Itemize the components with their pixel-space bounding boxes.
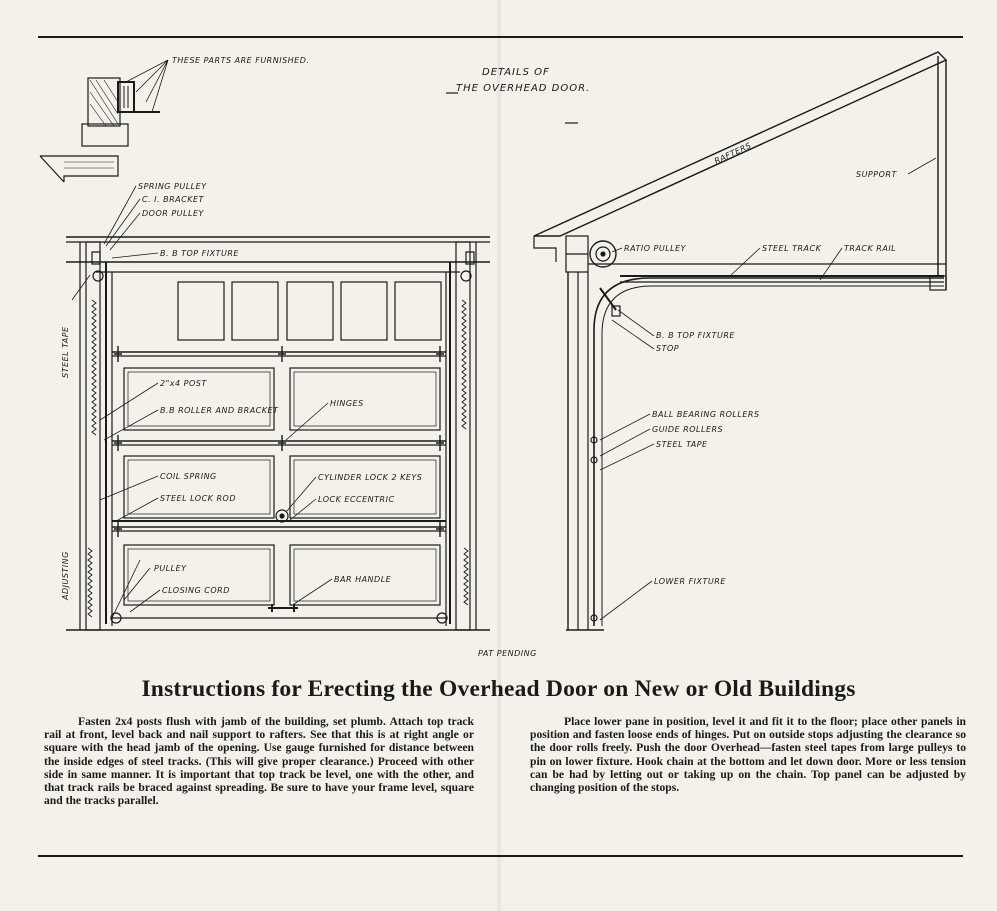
- diagram-heading-line2: THE OVERHEAD DOOR.: [456, 83, 590, 94]
- top-rule: [38, 36, 963, 38]
- label-guide-rollers: GUIDE ROLLERS: [652, 425, 723, 434]
- page-fold: [496, 0, 502, 911]
- label-steel-tape-side: STEEL TAPE: [656, 440, 708, 449]
- label-pulley: PULLEY: [154, 564, 187, 573]
- page-title: Instructions for Erecting the Overhead D…: [141, 676, 856, 702]
- label-roller-bracket: B.B ROLLER AND BRACKET: [160, 406, 279, 415]
- label-hinges: HINGES: [330, 399, 364, 408]
- label-bb-top-fixture-side: B. B TOP FIXTURE: [656, 331, 735, 340]
- label-ball-bearing-rollers: BALL BEARING ROLLERS: [652, 410, 760, 419]
- label-lock-eccentric: LOCK ECCENTRIC: [318, 495, 395, 504]
- label-stop: STOP: [656, 344, 679, 353]
- label-rafters: RAFTERS: [713, 141, 753, 166]
- label-ci-bracket: C. I. BRACKET: [142, 195, 205, 204]
- label-ratio-pulley: RATIO PULLEY: [624, 244, 687, 253]
- furnished-parts-detail: [39, 77, 160, 183]
- label-bar-handle: BAR HANDLE: [334, 575, 392, 584]
- label-track-rail: TRACK RAIL: [844, 244, 896, 253]
- label-closing-cord: CLOSING CORD: [162, 586, 230, 595]
- label-steel-track: STEEL TRACK: [762, 244, 822, 253]
- label-steel-lock-rod: STEEL LOCK ROD: [160, 494, 236, 503]
- front-elevation: [66, 236, 490, 631]
- label-support: SUPPORT: [856, 170, 897, 179]
- label-door-pulley: DOOR PULLEY: [142, 209, 205, 218]
- instructions-right-column: Place lower pane in position, level it a…: [530, 715, 966, 795]
- label-steel-tape-front: STEEL TAPE: [61, 326, 70, 378]
- label-bb-top-fixture-front: B. B TOP FIXTURE: [160, 249, 239, 258]
- instructions-left-column: Fasten 2x4 posts flush with jamb of the …: [44, 715, 474, 808]
- overhead-door-diagram: DETAILS OF THE OVERHEAD DOOR. THESE PART…: [39, 51, 948, 658]
- diagram-heading-line1: DETAILS OF: [482, 67, 550, 78]
- label-adjusting: ADJUSTING: [61, 551, 70, 601]
- label-furnished: THESE PARTS ARE FURNISHED.: [172, 56, 309, 65]
- label-post: 2"x4 POST: [160, 379, 207, 388]
- label-lower-fixture: LOWER FIXTURE: [654, 577, 726, 586]
- bottom-rule: [38, 855, 963, 857]
- label-cylinder-lock: CYLINDER LOCK 2 KEYS: [318, 473, 422, 482]
- pat-pending: PAT PENDING: [478, 649, 537, 658]
- label-spring-pulley: SPRING PULLEY: [138, 182, 207, 191]
- label-coil-spring: COIL SPRING: [160, 472, 217, 481]
- side-section: [533, 51, 948, 631]
